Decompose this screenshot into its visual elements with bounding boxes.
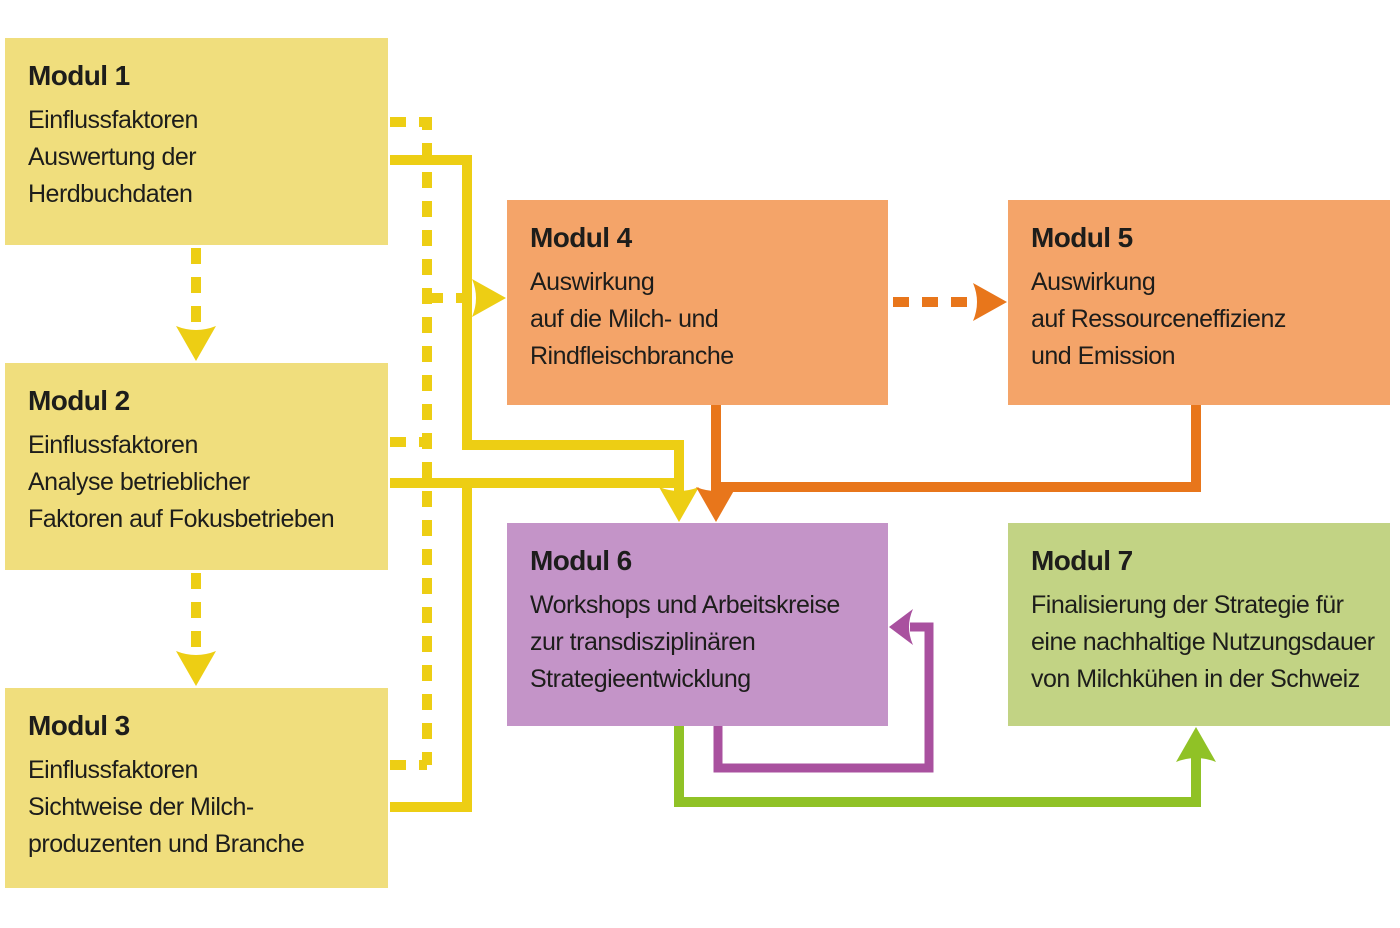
connector-modul4-to-modul5 bbox=[893, 283, 1007, 321]
module-line: produzenten und Branche bbox=[28, 830, 305, 858]
module-line: Analyse betrieblicher bbox=[28, 468, 250, 496]
module-line: Finalisierung der Strategie für bbox=[1031, 591, 1344, 619]
module-line: Auswirkung bbox=[530, 268, 655, 296]
module-box-modul-6: Modul 6 Workshops und Arbeitskreise zur … bbox=[507, 523, 888, 726]
module-line: Auswirkung bbox=[1031, 268, 1156, 296]
module-box-modul-4: Modul 4 Auswirkung auf die Milch- und Ri… bbox=[507, 200, 888, 405]
module-line: auf die Milch- und bbox=[530, 305, 719, 333]
arrowhead bbox=[176, 326, 216, 361]
module-box-modul-5: Modul 5 Auswirkung auf Ressourceneffizie… bbox=[1008, 200, 1390, 405]
module-title: Modul 2 bbox=[28, 385, 130, 416]
module-line: Workshops und Arbeitskreise bbox=[530, 591, 840, 619]
module-line: Einflussfaktoren bbox=[28, 431, 198, 459]
connector-modul1-to-modul2 bbox=[176, 248, 216, 361]
arrowhead bbox=[889, 609, 913, 645]
module-line: Herdbuchdaten bbox=[28, 180, 193, 208]
module-title: Modul 3 bbox=[28, 710, 130, 741]
module-line: Rindfleischbranche bbox=[530, 342, 734, 370]
arrowhead bbox=[176, 651, 216, 686]
module-line: Strategieentwicklung bbox=[530, 665, 751, 693]
connector-modul2-to-modul3 bbox=[176, 573, 216, 686]
module-line: eine nachhaltige Nutzungsdauer bbox=[1031, 628, 1375, 656]
module-box-modul-3: Modul 3 Einflussfaktoren Sichtweise der … bbox=[5, 688, 388, 888]
module-line: von Milchkühen in der Schweiz bbox=[1031, 665, 1360, 693]
arrowhead bbox=[472, 279, 506, 317]
module-box-modul-7: Modul 7 Finalisierung der Strategie für … bbox=[1008, 523, 1390, 726]
module-box-modul-2: Modul 2 Einflussfaktoren Analyse betrieb… bbox=[5, 363, 388, 570]
module-title: Modul 5 bbox=[1031, 222, 1133, 253]
module-line: Einflussfaktoren bbox=[28, 756, 198, 784]
module-title: Modul 1 bbox=[28, 60, 130, 91]
arrowhead bbox=[973, 283, 1007, 321]
module-box-modul-1: Modul 1 Einflussfaktoren Auswertung der … bbox=[5, 38, 388, 245]
arrowhead bbox=[659, 487, 699, 522]
module-line: Sichtweise der Milch- bbox=[28, 793, 254, 821]
module-line: und Emission bbox=[1031, 342, 1176, 370]
module-line: auf Ressourceneffizienz bbox=[1031, 305, 1286, 333]
connector-modul123-to-modul4 bbox=[390, 117, 506, 770]
module-title: Modul 4 bbox=[530, 222, 632, 253]
arrowhead bbox=[696, 487, 736, 522]
module-line: zur transdisziplinären bbox=[530, 628, 756, 656]
module-line: Auswertung der bbox=[28, 143, 197, 171]
module-line: Einflussfaktoren bbox=[28, 106, 198, 134]
module-line: Faktoren auf Fokusbetrieben bbox=[28, 505, 335, 533]
connector-modul6-to-modul7 bbox=[674, 726, 1216, 807]
module-title: Modul 7 bbox=[1031, 545, 1133, 576]
module-title: Modul 6 bbox=[530, 545, 632, 576]
arrowhead bbox=[1176, 727, 1216, 762]
connector-modul4-to-modul6 bbox=[696, 405, 736, 522]
connector-modul5-to-modul6 bbox=[716, 405, 1201, 492]
